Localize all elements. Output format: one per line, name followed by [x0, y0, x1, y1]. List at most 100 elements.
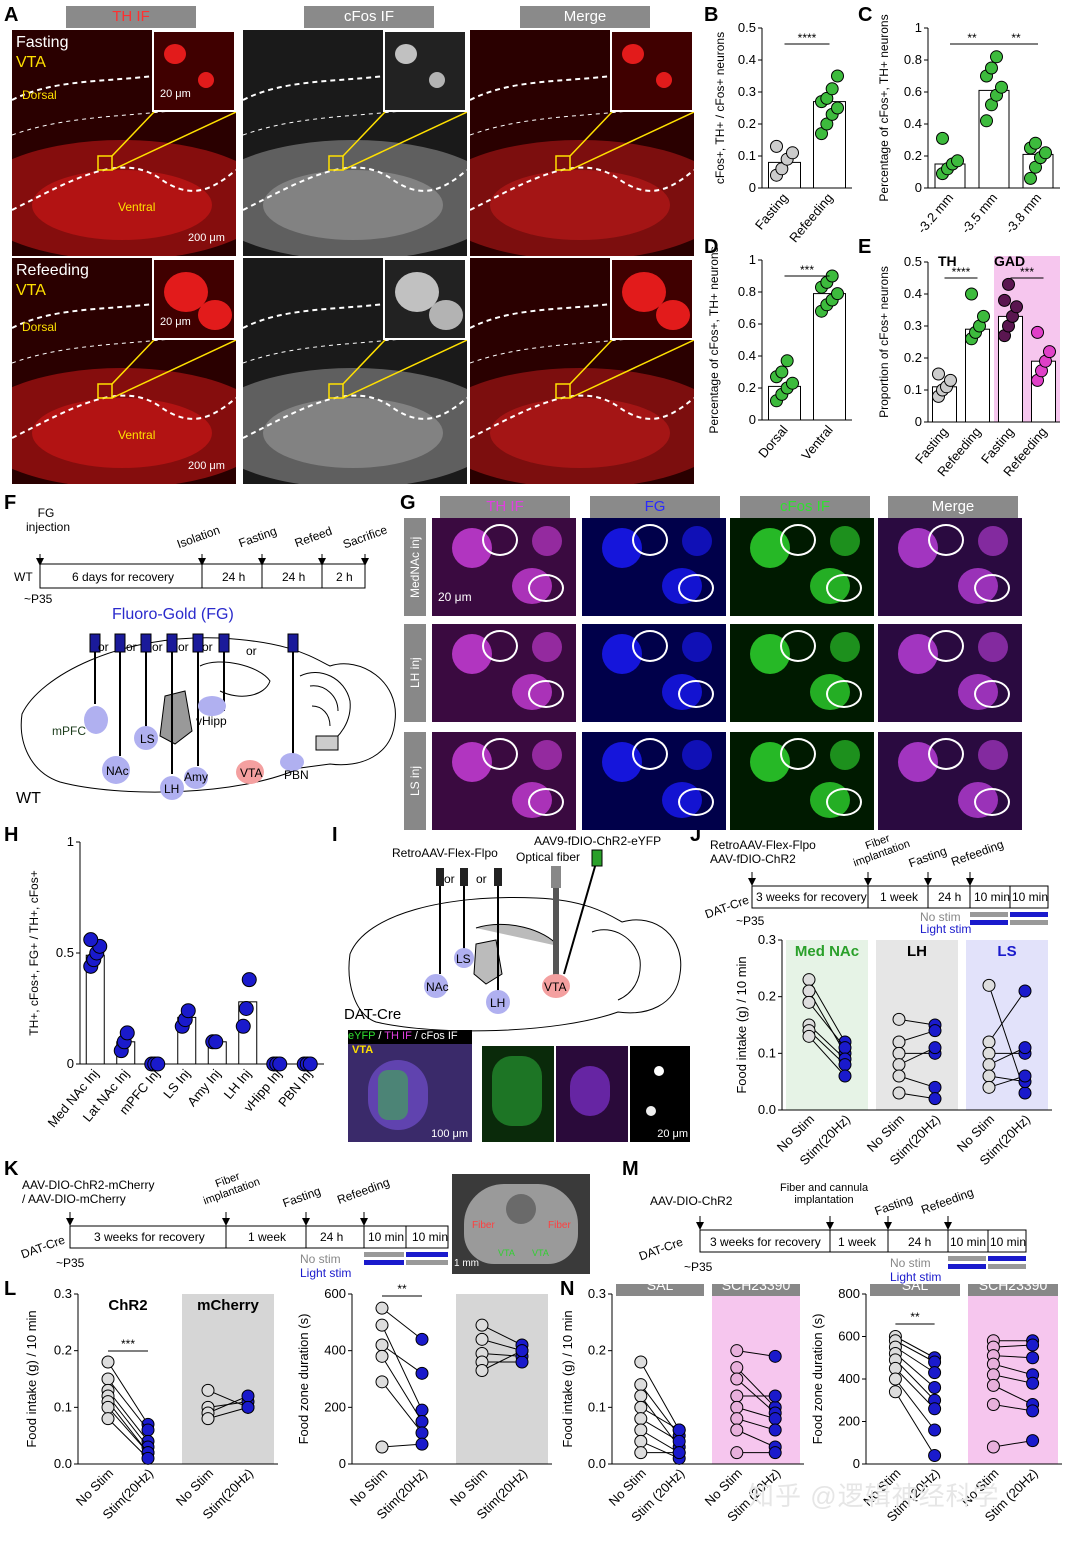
fg-injection-label: FG injection: [26, 506, 71, 534]
data-point: [780, 354, 794, 368]
region-mpfc: mPFC: [52, 724, 86, 738]
pair-line: [895, 1336, 935, 1359]
inset-zoom: 20 μm: [152, 30, 236, 112]
data-point: [238, 1001, 254, 1016]
data-point: [241, 972, 257, 988]
y-axis-title: cFos+, TH+ / cFos+ neurons: [713, 32, 727, 184]
age-label: ~P35: [24, 592, 53, 606]
pair-line: [207, 1389, 249, 1408]
point-stim: [768, 1389, 782, 1403]
point-no-stim: [730, 1344, 744, 1358]
x-tick-label: Ventral: [798, 422, 836, 463]
pair-line: [993, 1404, 1033, 1412]
inset-scale: 20 μm: [160, 316, 191, 328]
pair-line: [481, 1353, 523, 1357]
ventral-label: Ventral: [118, 200, 156, 214]
inset-zoom: [383, 30, 467, 112]
point-stim: [838, 1069, 852, 1083]
y-tick-label: 0.1: [54, 1399, 72, 1414]
point-stim: [672, 1446, 686, 1460]
panel-label-d: D: [704, 236, 719, 258]
fasting-duration: 24 h: [222, 570, 246, 584]
point-no-stim: [892, 1012, 906, 1026]
point-no-stim: [888, 1372, 902, 1386]
dorsal-label: Dorsal: [22, 88, 57, 102]
m-10min-b: 10 min: [990, 1235, 1027, 1249]
y-tick-label: 0.5: [56, 945, 74, 960]
point-stim: [768, 1412, 782, 1426]
stain-eyfp: eYFP: [348, 1030, 376, 1042]
group-label: ChR2: [108, 1297, 147, 1314]
data-point: [980, 114, 993, 128]
y-tick-label: 0.8: [738, 284, 756, 299]
pair-line: [993, 1363, 1033, 1376]
region-ls: LS: [140, 732, 155, 746]
condition-label: Refeeding: [16, 262, 89, 279]
g-micrograph-r1-c3: [878, 624, 1022, 722]
data-point: [1002, 277, 1015, 291]
pair-line: [640, 1395, 680, 1448]
region-nac: NAc: [106, 764, 129, 778]
j-virus-2: AAV-fDIO-ChR2: [710, 852, 796, 866]
point-no-stim: [730, 1389, 744, 1403]
y-tick-label: 0: [339, 1456, 346, 1471]
inset-zoom: [610, 258, 694, 340]
wt-brain-label: WT: [16, 790, 41, 807]
point-stim: [768, 1423, 782, 1437]
pair-line: [107, 1407, 149, 1453]
k-24h: 24 h: [320, 1230, 344, 1244]
micrograph-merge-fasting: [470, 30, 694, 256]
i-scale-a: 100 μm: [431, 1128, 468, 1140]
point-no-stim: [982, 1058, 996, 1072]
pair-line: [736, 1429, 776, 1448]
group-label: LS: [997, 943, 1016, 960]
y-tick-label: 0: [915, 180, 922, 195]
event-arrowhead: [966, 878, 974, 886]
x-tick-label: Dorsal: [755, 422, 791, 461]
pair-line: [993, 1374, 1033, 1384]
point-no-stim: [101, 1355, 115, 1369]
point-stim: [928, 1080, 942, 1094]
panel-label-l: L: [4, 1278, 17, 1300]
g-header-merge: Merge: [888, 496, 1018, 518]
pair-line: [207, 1406, 249, 1420]
k-vta-left: VTA: [498, 1248, 515, 1258]
j-10min-a: 10 min: [974, 890, 1011, 904]
y-tick-label: 0.0: [758, 1102, 776, 1117]
j-virus-1: RetroAAV-Flex-Flpo: [710, 838, 816, 852]
data-point: [932, 367, 945, 381]
point-no-stim: [634, 1446, 648, 1460]
timeline-box: [699, 1229, 1027, 1253]
y-tick-label: 0.1: [758, 1045, 776, 1060]
y-tick-label: 0: [915, 414, 922, 429]
point-no-stim: [101, 1400, 115, 1414]
group-label: LH: [907, 943, 927, 960]
pair-line: [736, 1367, 776, 1408]
event-arrowhead: [302, 1218, 310, 1226]
data-point: [1010, 300, 1023, 314]
point-no-stim: [375, 1318, 389, 1332]
point-no-stim: [375, 1301, 389, 1315]
refeed-duration: 24 h: [282, 570, 306, 584]
panel-label-i: I: [332, 824, 338, 846]
j-week: 1 week: [880, 890, 919, 904]
nostim-bar-2: [988, 1264, 1026, 1269]
group-label: TH: [938, 253, 957, 269]
pair-line: [993, 1440, 1033, 1448]
panel-label-h: H: [4, 824, 19, 846]
retro-virus-label: RetroAAV-Flex-Flpo: [392, 846, 498, 860]
y-tick-label: 0.3: [904, 318, 922, 333]
i-region-nac: NAc: [426, 980, 449, 994]
watermark: 知乎 @逻辑神经科学: [748, 1481, 1000, 1511]
group-label: mCherry: [197, 1297, 259, 1314]
pair-line: [895, 1353, 935, 1388]
j-10min-b: 10 min: [1012, 890, 1049, 904]
y-tick-label: 200: [838, 1414, 860, 1429]
point-stim: [415, 1426, 429, 1440]
sig-label: **: [397, 1284, 407, 1296]
sig-label: ***: [800, 263, 814, 277]
y-tick-label: 0.3: [738, 84, 756, 99]
